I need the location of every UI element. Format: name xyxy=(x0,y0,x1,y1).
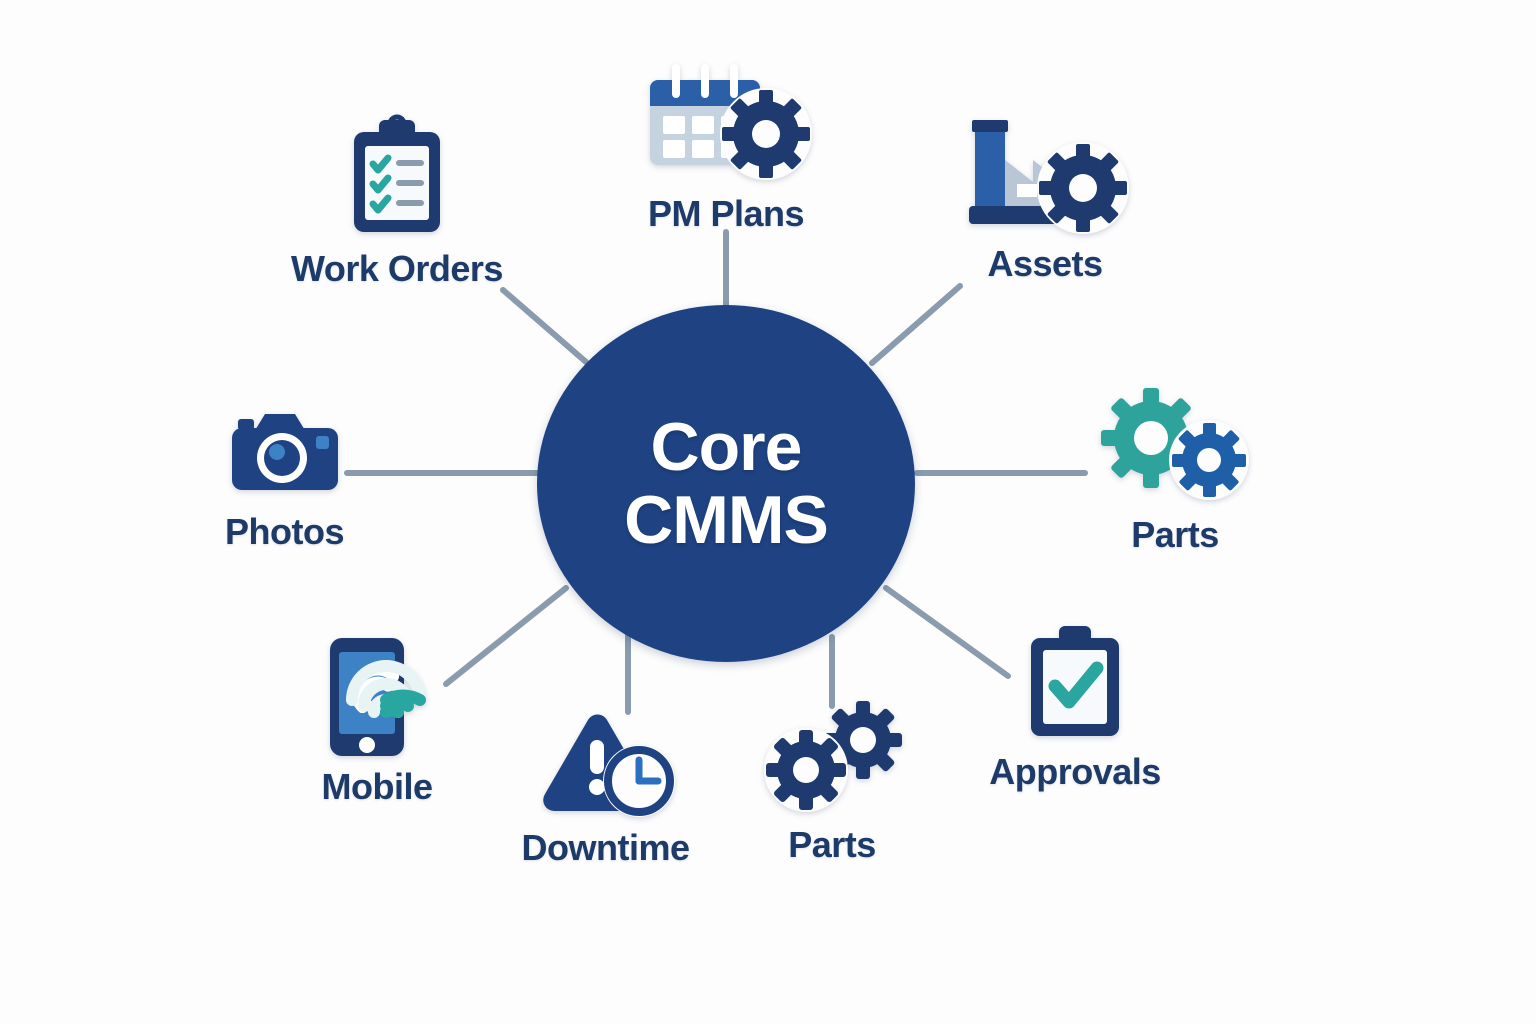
node-parts-right[interactable]: Parts xyxy=(1090,388,1260,556)
node-label-parts-right: Parts xyxy=(1131,514,1219,555)
hub-title-line1: Core xyxy=(650,408,803,485)
node-label-work-orders: Work Orders xyxy=(291,248,503,289)
node-downtime[interactable]: Downtime xyxy=(518,706,693,869)
connector-work-orders xyxy=(500,287,589,365)
hub-title-line2: CMMS xyxy=(624,481,829,558)
warning-clock-icon xyxy=(542,714,675,817)
node-work-orders[interactable]: Work Orders xyxy=(291,112,503,290)
node-mobile[interactable]: Mobile xyxy=(312,630,442,808)
connector-mobile xyxy=(443,585,569,687)
node-label-parts-bottom: Parts xyxy=(788,824,876,865)
hub-core-cmms[interactable]: Core CMMS xyxy=(537,305,915,662)
node-approvals[interactable]: Approvals xyxy=(975,620,1175,793)
node-photos[interactable]: Photos xyxy=(212,400,357,553)
node-label-approvals: Approvals xyxy=(989,751,1161,792)
factory-gear-icon xyxy=(969,120,1129,234)
two-gears-teal-icon xyxy=(1101,388,1249,500)
node-assets[interactable]: Assets xyxy=(955,112,1135,285)
node-label-assets: Assets xyxy=(987,243,1103,284)
calendar-gear-icon xyxy=(650,64,812,180)
two-gears-navy-icon xyxy=(764,701,902,812)
node-pm-plans[interactable]: PM Plans xyxy=(636,62,816,235)
camera-icon xyxy=(231,414,338,490)
node-parts-bottom[interactable]: Parts xyxy=(762,700,902,866)
node-label-pm-plans: PM Plans xyxy=(647,193,805,234)
node-label-photos: Photos xyxy=(225,511,345,552)
connector-assets xyxy=(869,283,963,366)
clipboard-check-icon xyxy=(1031,626,1119,736)
node-label-downtime: Downtime xyxy=(521,827,690,868)
phone-wifi-icon xyxy=(330,638,426,756)
clipboard-checklist-icon xyxy=(354,114,440,232)
node-label-mobile: Mobile xyxy=(321,766,434,807)
